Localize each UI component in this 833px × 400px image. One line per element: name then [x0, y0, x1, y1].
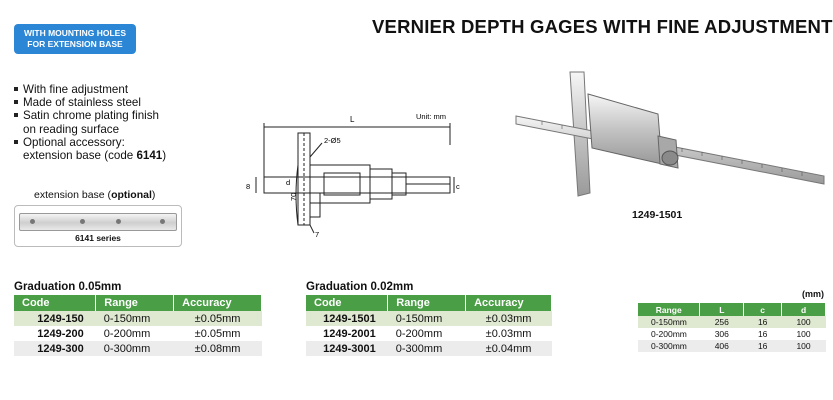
graduation-title-2: Graduation 0.02mm — [306, 281, 414, 293]
dimension-d-label: d — [286, 178, 290, 187]
beam-outline — [263, 176, 451, 194]
extension-series-label: 6141 series — [75, 233, 121, 243]
feature-item-continued: on reading surface — [23, 122, 120, 136]
bullet-icon — [14, 86, 18, 91]
slider-outline — [309, 164, 371, 204]
dimension-70-label: 70 — [289, 193, 298, 201]
badge-line-2: FOR EXTENSION BASE — [27, 39, 123, 49]
page-title: VERNIER DEPTH GAGES WITH FINE ADJUSTMENT — [372, 16, 833, 37]
table-header-row: Code Range Accuracy — [14, 295, 262, 311]
extension-bar-graphic — [19, 213, 177, 231]
drawing-unit-label: Unit: mm — [416, 112, 446, 121]
bullet-icon — [14, 113, 18, 118]
product-photo — [515, 71, 825, 197]
hole-callout-label: 2-Ø5 — [324, 136, 341, 145]
feature-item-continued: extension base (code 6141) — [23, 149, 167, 163]
technical-drawing: L Unit: mm 2-Ø5 d 70 c 8 7 — [246, 112, 460, 239]
bullet-icon — [14, 139, 18, 144]
hole-icon — [30, 219, 35, 224]
dimension-L-label: L — [350, 115, 355, 124]
bullet-icon — [14, 100, 18, 105]
extension-base-image: 6141 series — [14, 205, 182, 247]
dimension-7-label: 7 — [315, 230, 319, 239]
badge-line-1: WITH MOUNTING HOLES — [24, 28, 126, 38]
table-header-row: Code Range Accuracy — [306, 295, 552, 311]
extension-base-badge: WITH MOUNTING HOLES FOR EXTENSION BASE — [14, 24, 136, 54]
feature-item: With fine adjustment — [12, 83, 166, 96]
hole-icon — [116, 219, 121, 224]
dimension-unit-label: (mm) — [802, 289, 824, 299]
dimension-c-label: c — [456, 182, 460, 191]
feature-item: Optional accessory: — [12, 136, 166, 149]
feature-list: With fine adjustment Made of stainless s… — [12, 83, 166, 162]
feature-item: Satin chrome plating finish — [12, 109, 166, 122]
extension-base-caption: extension base (optional) — [34, 189, 156, 201]
hole-icon — [80, 219, 85, 224]
hole-icon — [160, 219, 165, 224]
graduation-title-1: Graduation 0.05mm — [14, 281, 122, 293]
product-code-label: 1249-1501 — [632, 209, 683, 221]
feature-item: Made of stainless steel — [12, 96, 166, 109]
table-header-row: Range L c d — [638, 303, 826, 316]
dimension-8-label: 8 — [246, 182, 250, 191]
